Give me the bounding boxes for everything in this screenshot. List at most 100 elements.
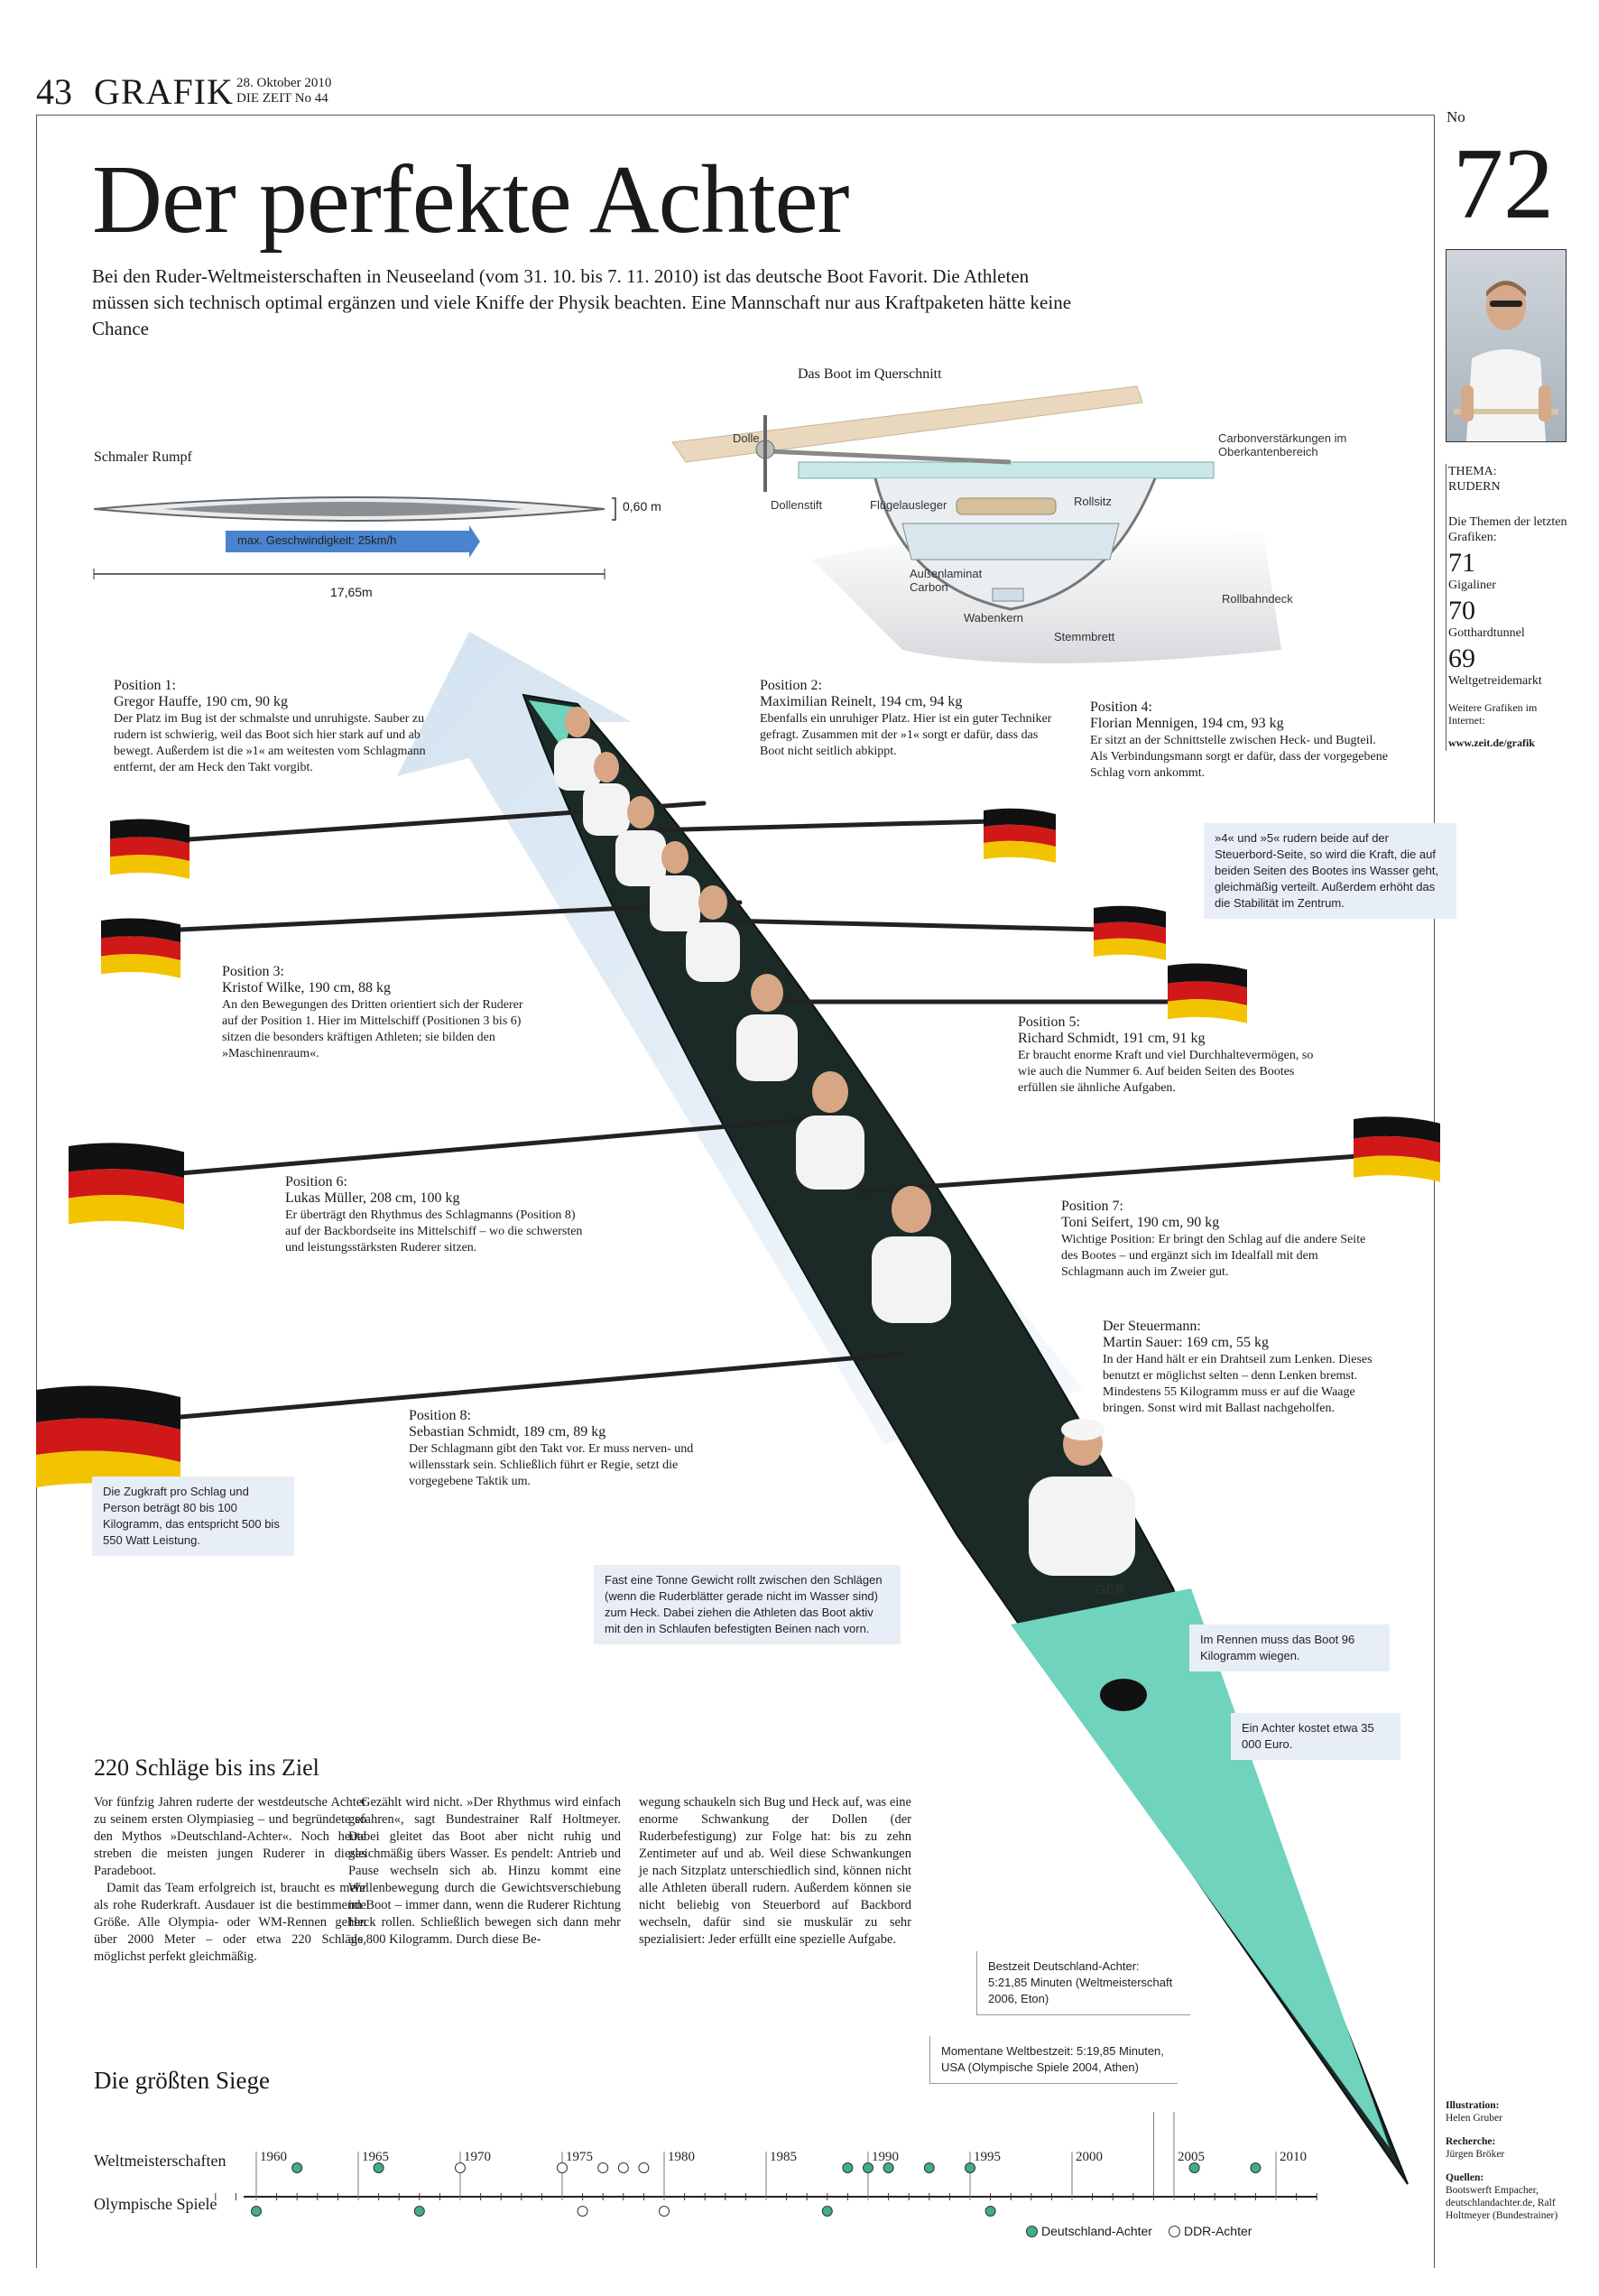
position-heading: Position 6: <box>285 1174 347 1190</box>
themes-label: Die Themen der letzten Grafiken: <box>1448 515 1567 544</box>
steuermann: Der Steuermann: Martin Sauer: 169 cm, 55… <box>1103 1319 1382 1416</box>
info-box-gewicht: Im Rennen muss das Boot 96 Kilogramm wie… <box>1189 1625 1390 1671</box>
timeline-year-label: 1975 <box>566 2150 593 2164</box>
thema-label: THEMA: <box>1448 465 1497 478</box>
article-title: 220 Schläge bis ins Ziel <box>94 1754 319 1781</box>
cross-section-title: Das Boot im Querschnitt <box>798 366 942 382</box>
timeline-year-label: 1965 <box>362 2150 389 2164</box>
credit-value: Helen Gruber <box>1446 2113 1502 2124</box>
position-3: Position 3: Kristof Wilke, 190 cm, 88 kg… <box>222 964 529 1061</box>
theme-name: Gotthardtunnel <box>1448 626 1525 640</box>
rower-portrait <box>1446 249 1567 442</box>
timeline-wm-marker <box>291 2162 303 2173</box>
position-name: Florian Mennigen, 194 cm, 93 kg <box>1090 716 1284 731</box>
timeline-og-marker <box>413 2206 425 2217</box>
timeline-wm-marker <box>1250 2162 1262 2173</box>
article-paragraph: Vor fünfzig Jahren ruderte der westdeuts… <box>94 1795 366 1878</box>
hull-label: Schmaler Rumpf <box>94 449 192 465</box>
legend-de-marker <box>1026 2225 1038 2237</box>
position-heading: Der Steuermann: <box>1103 1319 1201 1334</box>
position-6: Position 6: Lukas Müller, 208 cm, 100 kg… <box>285 1174 592 1255</box>
timeline-row-og: Olympische Spiele <box>94 2195 217 2213</box>
theme-name: Gigaliner <box>1448 579 1496 592</box>
legend-de: Deutschland-Achter <box>1026 2224 1152 2238</box>
article-column-1: Vor fünfzig Jahren ruderte der westdeuts… <box>94 1794 366 1966</box>
label-stemmbrett: Stemmbrett <box>1054 630 1115 643</box>
theme-number: 69 <box>1448 643 1475 673</box>
timeline-wm-marker <box>883 2162 894 2173</box>
label-dollenstift: Dollenstift <box>771 498 823 512</box>
issue-date: 28. Oktober 2010 <box>236 76 332 90</box>
timeline-wm-marker <box>1188 2162 1200 2173</box>
timeline-year-label: 2000 <box>1076 2150 1103 2164</box>
credit-label: Recherche: <box>1446 2136 1496 2147</box>
legend-ddr-marker <box>1168 2225 1180 2237</box>
timeline-wm-marker <box>617 2162 629 2173</box>
bestzeit-deutschland: Bestzeit Deutschland-Achter: 5:21,85 Min… <box>976 1951 1190 2015</box>
timeline-wm-marker <box>965 2162 975 2173</box>
position-text: An den Bewegungen des Dritten orientiert… <box>222 998 523 1060</box>
timeline-year-label: 2010 <box>1280 2150 1307 2164</box>
timeline-wm-marker <box>455 2162 466 2173</box>
hull-width: 0,60 m <box>623 499 661 514</box>
page-number: 43 <box>36 71 72 112</box>
label-rollsitz: Rollsitz <box>1074 495 1112 508</box>
credit-value: Bootswerft Empacher, deutschlandachter.d… <box>1446 2185 1558 2221</box>
section-title: GRAFIK <box>94 71 234 112</box>
info-box-4-5: »4« und »5« rudern beide auf der Steuerb… <box>1204 823 1456 919</box>
timeline-wm-marker <box>638 2162 650 2173</box>
position-2: Position 2: Maximilian Reinelt, 194 cm, … <box>760 678 1058 759</box>
credit-label: Quellen: <box>1446 2172 1484 2183</box>
timeline-wm-marker <box>557 2162 568 2173</box>
timeline-year-label: 1970 <box>464 2150 491 2164</box>
graphics-link[interactable]: www.zeit.de/grafik <box>1448 736 1535 749</box>
timeline-wm-marker <box>863 2162 873 2173</box>
issue-meta: 28. Oktober 2010 DIE ZEIT No 44 <box>236 76 331 106</box>
article-column-2: Gezählt wird nicht. »Der Rhythmus wird e… <box>348 1795 621 1947</box>
position-name: Toni Seifert, 190 cm, 90 kg <box>1061 1215 1220 1230</box>
position-7: Position 7: Toni Seifert, 190 cm, 90 kg … <box>1061 1199 1368 1280</box>
position-name: Kristof Wilke, 190 cm, 88 kg <box>222 980 392 995</box>
timeline-wm-marker <box>842 2162 854 2173</box>
position-text: Er braucht enorme Kraft und viel Durchha… <box>1018 1049 1314 1095</box>
intro-text: Bei den Ruder-Weltmeisterschaften in Neu… <box>92 265 1072 339</box>
label-aussenlaminat: Außenlaminat Carbon <box>910 567 983 594</box>
timeline-year-label: 1985 <box>770 2150 797 2164</box>
cross-section-diagram <box>671 385 1281 663</box>
info-box-zugkraft: Die Zugkraft pro Schlag und Person beträ… <box>92 1477 294 1556</box>
info-box-tonne: Fast eine Tonne Gewicht rollt zwischen d… <box>594 1565 901 1644</box>
article-column-3: wegung schaukeln sich Bug und Heck auf, … <box>639 1795 911 1947</box>
position-text: Er überträgt den Rhythmus des Schlagmann… <box>285 1208 583 1254</box>
position-text: Der Platz im Bug ist der schmalste und u… <box>114 712 426 774</box>
timeline-year-label: 1995 <box>974 2150 1001 2164</box>
position-heading: Position 4: <box>1090 699 1152 715</box>
timeline-wm-marker <box>597 2162 609 2173</box>
timeline-wm-marker <box>373 2162 384 2173</box>
rowing-eight-illustration: GER <box>36 632 1440 2185</box>
label-carbon: Carbonverstärkungen im Oberkantenbereich <box>1218 431 1347 458</box>
position-name: Richard Schmidt, 191 cm, 91 kg <box>1018 1031 1206 1046</box>
label-dolle: Dolle <box>733 431 760 445</box>
position-8: Position 8: Sebastian Schmidt, 189 cm, 8… <box>409 1408 698 1489</box>
position-text: Wichtige Position: Er bringt den Schlag … <box>1061 1233 1366 1279</box>
timeline-wm-marker <box>923 2162 935 2173</box>
hull-speed: max. Geschwindigkeit: 25km/h <box>237 533 397 547</box>
position-name: Maximilian Reinelt, 194 cm, 94 kg <box>760 694 963 709</box>
position-4: Position 4: Florian Mennigen, 194 cm, 93… <box>1090 699 1388 781</box>
legend-de-label: Deutschland-Achter <box>1041 2224 1152 2238</box>
timeline-year-label: 1960 <box>260 2150 287 2164</box>
coxswain-shirt-text: GER <box>1095 1582 1125 1597</box>
issue-paper: DIE ZEIT No 44 <box>236 91 328 106</box>
credits: Illustration: Helen Gruber Recherche: Jü… <box>1446 2099 1572 2222</box>
position-5: Position 5: Richard Schmidt, 191 cm, 91 … <box>1018 1014 1316 1096</box>
timeline-year-label: 1980 <box>668 2150 695 2164</box>
hull-diagram <box>93 496 616 579</box>
timeline-title: Die größten Siege <box>94 2067 270 2094</box>
timeline-og-marker <box>251 2206 262 2217</box>
timeline-og-marker <box>577 2206 588 2217</box>
position-1: Position 1: Gregor Hauffe, 190 cm, 90 kg… <box>114 678 430 775</box>
credit-value: Jürgen Bröker <box>1446 2149 1505 2160</box>
timeline-legend: Deutschland-Achter DDR-Achter <box>1026 2224 1252 2238</box>
page-title: Der perfekte Achter <box>92 146 850 254</box>
